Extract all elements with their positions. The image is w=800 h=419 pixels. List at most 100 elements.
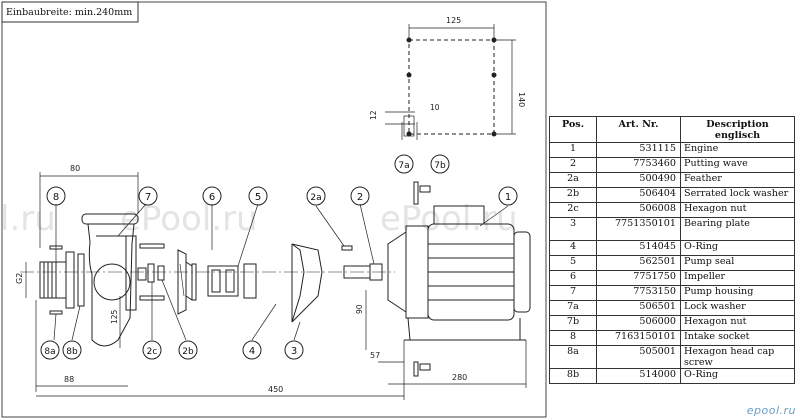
row-desc: Hexagon head cap screw xyxy=(680,345,795,369)
row-desc: Bearing plate xyxy=(680,217,795,241)
watermark: ePool.ru xyxy=(380,199,518,239)
row-pos: 2c xyxy=(549,202,597,218)
dim-57: 57 xyxy=(370,351,380,360)
balloon-label: 7 xyxy=(145,192,151,203)
install-width-note: Einbaubreite: min.240mm xyxy=(6,7,132,18)
motor-part xyxy=(387,205,531,341)
dim-140: 140 xyxy=(517,92,526,107)
dim-125-side: 125 xyxy=(110,309,119,324)
row-pos: 2a xyxy=(549,172,597,188)
row-pos: 3 xyxy=(549,217,597,241)
row-pos: 5 xyxy=(549,255,597,271)
row-desc: O-Ring xyxy=(680,368,795,384)
drawing-frame xyxy=(1,1,547,418)
row-desc: Serrated lock washer xyxy=(680,187,795,203)
row-desc: Impeller xyxy=(680,270,795,286)
part-balloon-7a: 7a xyxy=(394,154,414,174)
watermark: ePool.ru xyxy=(120,199,258,239)
part-balloon-5: 5 xyxy=(248,186,268,206)
header-art: Art. Nr. xyxy=(596,116,681,143)
dim-12: 12 xyxy=(369,110,378,120)
row-art: 7753460 xyxy=(596,157,681,173)
balloon-label: 7b xyxy=(434,161,446,171)
row-pos: 7 xyxy=(549,285,597,301)
row-art: 506501 xyxy=(596,300,681,316)
dimension-lines xyxy=(25,172,527,400)
row-pos: 8b xyxy=(549,368,597,384)
row-art: 7751350101 xyxy=(596,217,681,241)
dim-80: 80 xyxy=(70,164,80,173)
row-art: 506404 xyxy=(596,187,681,203)
parts-table-header: Pos. Art. Nr. Description englisch xyxy=(549,116,795,143)
part-balloon-3: 3 xyxy=(284,340,304,360)
row-desc: Hexagon nut xyxy=(680,315,795,331)
dim-450: 450 xyxy=(268,385,283,394)
washer-nut-2b-2c xyxy=(147,263,165,283)
part-balloon-2: 2 xyxy=(350,186,370,206)
intake-socket-part xyxy=(39,251,75,309)
row-pos: 6 xyxy=(549,270,597,286)
balloon-label: 7a xyxy=(398,161,409,171)
dim-g2: G2 xyxy=(15,273,24,284)
part-balloon-8: 8 xyxy=(46,186,66,206)
row-desc: Pump seal xyxy=(680,255,795,271)
header-desc-line1: Description xyxy=(706,119,769,130)
balloon-label: 3 xyxy=(291,346,297,357)
dim-10: 10 xyxy=(430,103,440,112)
shaft-part xyxy=(341,245,383,281)
part-balloon-7: 7 xyxy=(138,186,158,206)
row-pos: 4 xyxy=(549,240,597,256)
part-balloon-2c: 2c xyxy=(142,340,162,360)
watermark: l.ru xyxy=(0,199,56,239)
balloon-label: 5 xyxy=(255,192,261,203)
row-pos: 7b xyxy=(549,315,597,331)
row-pos: 2b xyxy=(549,187,597,203)
bearing-plate-part xyxy=(291,243,323,323)
row-desc: Pump housing xyxy=(680,285,795,301)
part-balloon-8a: 8a xyxy=(40,340,60,360)
balloon-label: 6 xyxy=(209,192,215,203)
part-balloon-4: 4 xyxy=(242,340,262,360)
row-art: 506008 xyxy=(596,202,681,218)
install-note-box xyxy=(1,1,139,23)
part-balloon-6: 6 xyxy=(202,186,222,206)
mounting-footprint xyxy=(408,39,495,135)
row-art: 514000 xyxy=(596,368,681,384)
row-desc: Lock washer xyxy=(680,300,795,316)
row-art: 505001 xyxy=(596,345,681,369)
dim-280: 280 xyxy=(452,373,467,382)
leader-lines xyxy=(53,203,509,341)
header-pos: Pos. xyxy=(549,116,597,143)
header-description: Description englisch xyxy=(680,116,795,143)
row-art: 514045 xyxy=(596,240,681,256)
dim-90: 90 xyxy=(355,304,364,314)
row-desc: Hexagon nut xyxy=(680,202,795,218)
row-art: 7751750 xyxy=(596,270,681,286)
pump-housing-part xyxy=(81,213,139,347)
balloon-label: 4 xyxy=(249,346,255,357)
dim-125-top: 125 xyxy=(446,16,461,25)
part-balloon-2a: 2a xyxy=(306,186,326,206)
row-art: 7753150 xyxy=(596,285,681,301)
impeller-part xyxy=(177,249,197,315)
row-art: 500490 xyxy=(596,172,681,188)
part-balloon-8b: 8b xyxy=(62,340,82,360)
balloon-label: 8a xyxy=(44,347,55,357)
dim-88: 88 xyxy=(64,375,74,384)
row-desc: Putting wave xyxy=(680,157,795,173)
site-logo: epool.ru xyxy=(746,404,796,417)
row-art: 506000 xyxy=(596,315,681,331)
row-pos: 1 xyxy=(549,142,597,158)
balloon-label: 2b xyxy=(182,347,194,357)
row-desc: Engine xyxy=(680,142,795,158)
part-balloon-1: 1 xyxy=(498,186,518,206)
